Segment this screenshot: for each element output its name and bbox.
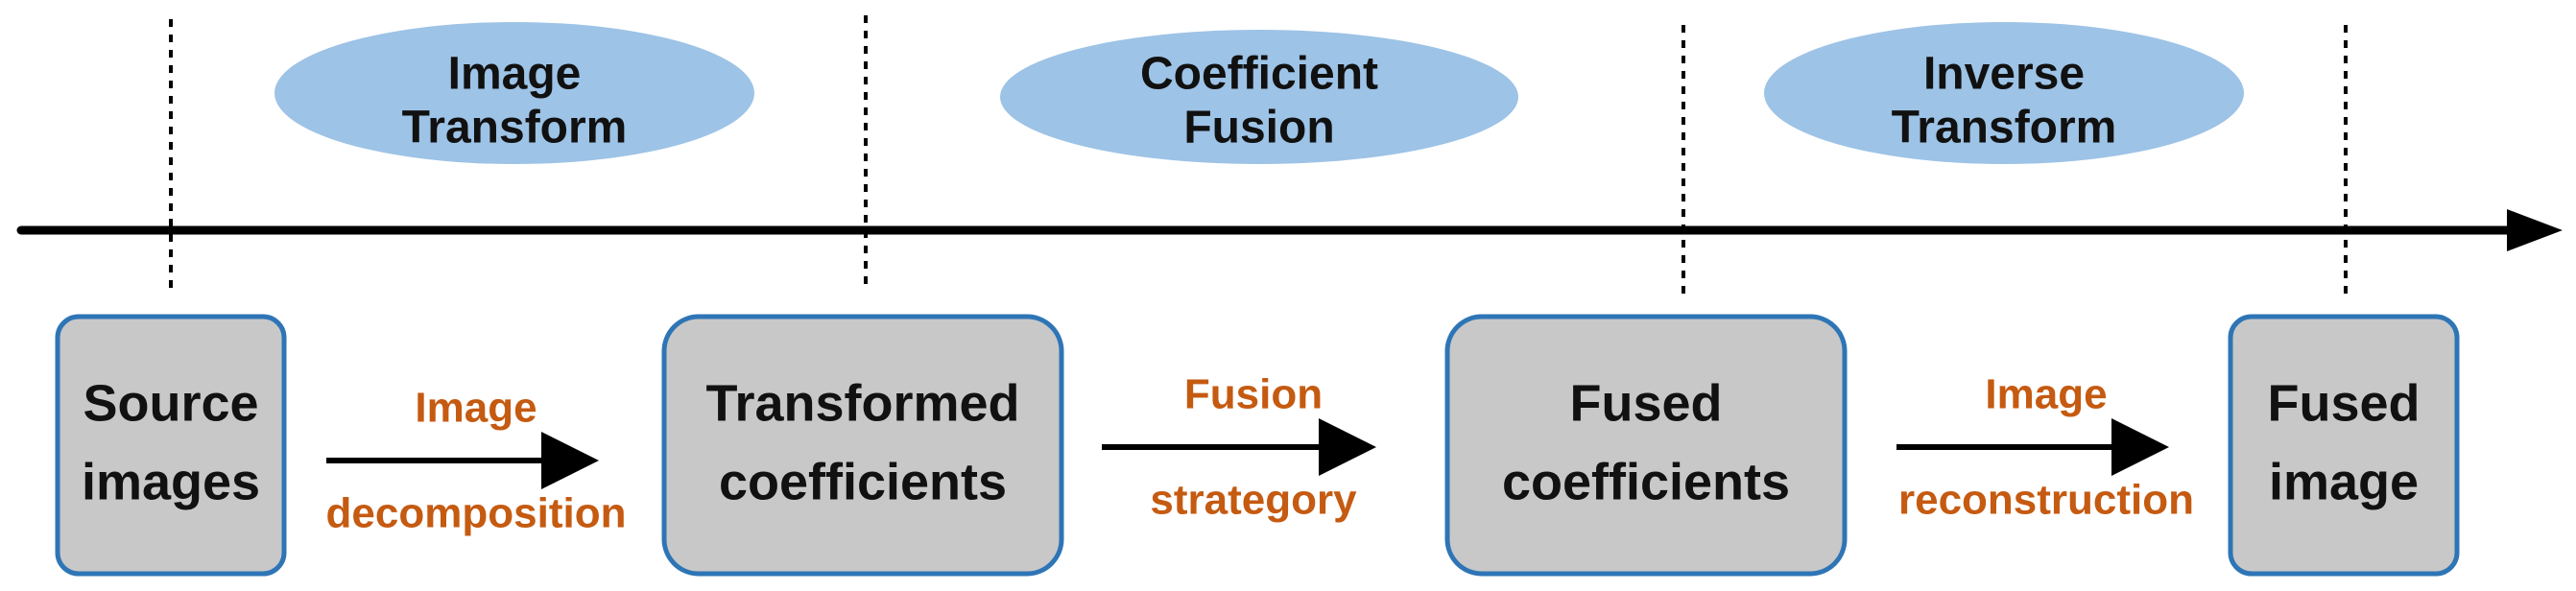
stage-label-line2: Fusion bbox=[1183, 103, 1334, 154]
operation-image-decomposition: Image decomposition bbox=[326, 385, 627, 537]
stage-ellipse bbox=[1764, 22, 2244, 164]
box-source-images: Source images bbox=[55, 314, 287, 577]
stage-coefficient-fusion: Coefficient Fusion bbox=[1000, 30, 1518, 164]
stage-ellipse bbox=[1000, 30, 1518, 164]
box-label-line2: image bbox=[2269, 453, 2419, 510]
box-label-line2: coefficients bbox=[1502, 453, 1790, 510]
box-shape bbox=[661, 314, 1064, 577]
box-shape bbox=[2228, 314, 2460, 577]
box-label-line1: Transformed bbox=[705, 374, 1019, 432]
operation-label-line1: Image bbox=[415, 385, 537, 432]
operation-fusion-strategory: Fusion strategory bbox=[1102, 371, 1376, 524]
box-shape bbox=[1444, 314, 1848, 577]
box-fused-coefficients: Fused coefficients bbox=[1444, 314, 1848, 577]
operation-label-line1: Fusion bbox=[1184, 371, 1323, 418]
operation-label-line2: reconstruction bbox=[1898, 477, 2194, 524]
box-label-line2: images bbox=[82, 453, 260, 510]
box-label-line1: Source bbox=[83, 374, 258, 432]
stage-image-transform: Image Transform bbox=[274, 22, 754, 164]
stage-ellipse bbox=[274, 22, 754, 164]
box-shape bbox=[55, 314, 287, 577]
operation-label-line2: decomposition bbox=[326, 490, 627, 537]
stage-label-line1: Image bbox=[448, 49, 582, 100]
box-fused-image: Fused image bbox=[2228, 314, 2460, 577]
stage-label-line2: Transform bbox=[402, 103, 628, 154]
operation-label-line2: strategory bbox=[1150, 477, 1357, 524]
operation-image-reconstruction: Image reconstruction bbox=[1896, 371, 2194, 524]
stage-inverse-transform: Inverse Transform bbox=[1764, 22, 2244, 164]
stage-label-line1: Inverse bbox=[1923, 49, 2085, 100]
box-transformed-coefficients: Transformed coefficients bbox=[661, 314, 1064, 577]
stage-label-line2: Transform bbox=[1892, 103, 2117, 154]
box-label-line1: Fused bbox=[2267, 374, 2420, 432]
box-label-line1: Fused bbox=[1569, 374, 1722, 432]
timeline-arrowhead bbox=[2507, 209, 2563, 251]
operation-label-line1: Image bbox=[1985, 371, 2107, 418]
stage-label-line1: Coefficient bbox=[1140, 49, 1378, 100]
box-label-line2: coefficients bbox=[719, 453, 1007, 510]
